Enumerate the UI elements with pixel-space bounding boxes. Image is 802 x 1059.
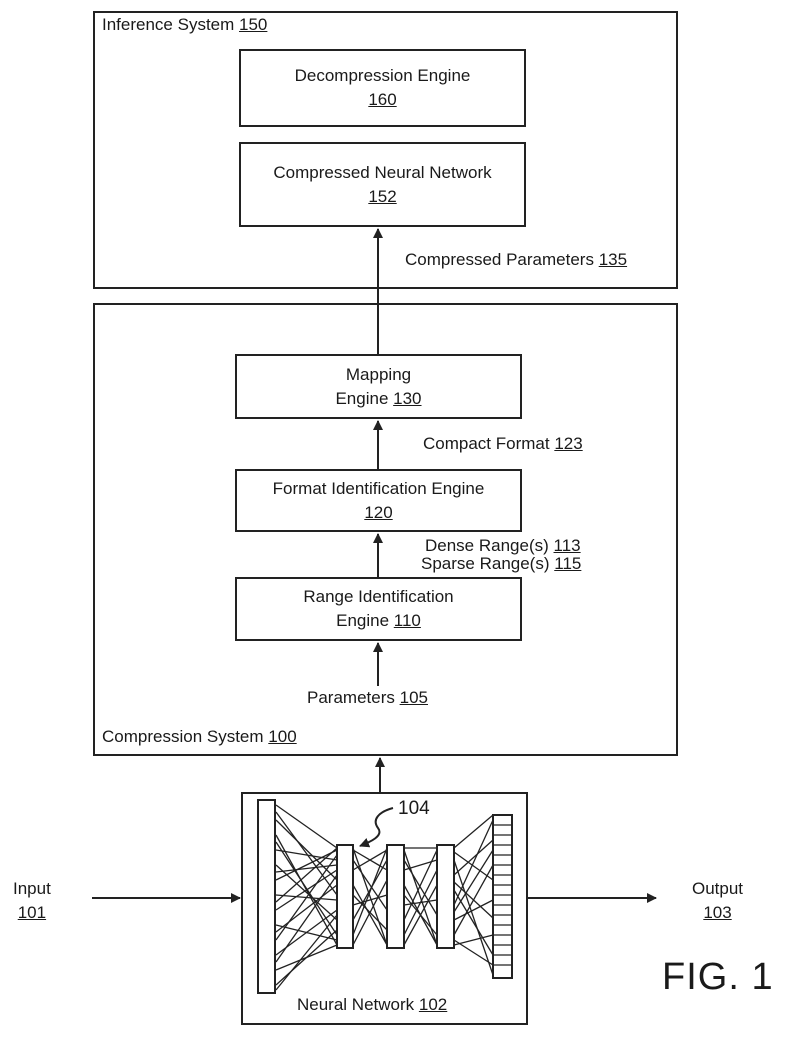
hidden-layer-2 <box>387 845 404 948</box>
output-layer <box>493 815 512 978</box>
hidden-layer-1 <box>337 845 353 948</box>
layer-callout-leader <box>360 808 393 846</box>
hidden-layer-3 <box>437 845 454 948</box>
input-layer <box>258 800 275 993</box>
nn-connections <box>276 805 493 990</box>
